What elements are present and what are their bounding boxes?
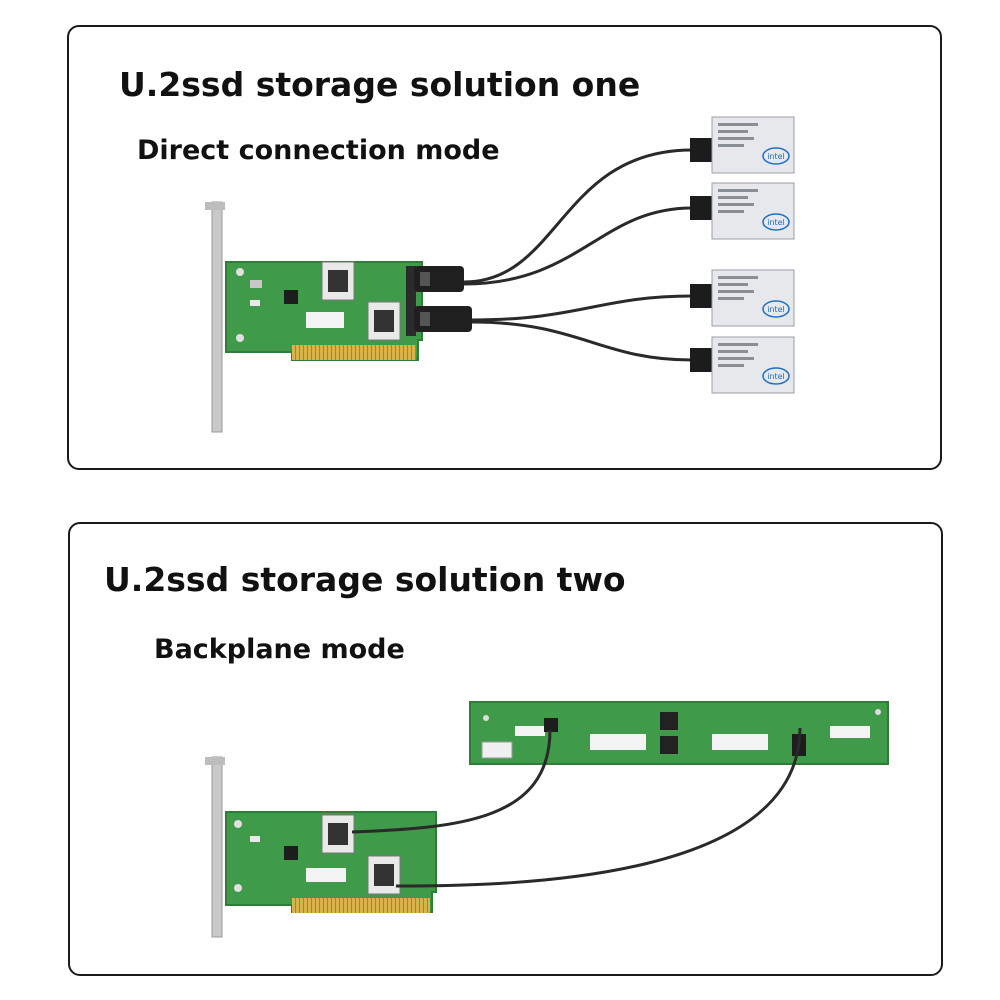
intel-logo-icon (762, 300, 790, 318)
ssd-brand-label: intel (767, 152, 785, 161)
ssd-drive-1: intel (690, 116, 795, 174)
ssd-brand-label: intel (767, 218, 785, 227)
backplane-board (469, 701, 889, 765)
ssd-drive-2: intel (690, 182, 795, 240)
solution-two-subtitle: Backplane mode (154, 634, 405, 665)
intel-logo-icon (762, 213, 790, 231)
gold-fingers (292, 345, 416, 360)
solution-one-subtitle: Direct connection mode (137, 135, 500, 166)
ssd-drive-4: intel (690, 336, 795, 394)
fanout-cables (463, 148, 693, 362)
solution-two-title: U.2ssd storage solution two (104, 560, 626, 599)
ssd-drive-3: intel (690, 269, 795, 327)
adapter-card-two (205, 756, 437, 938)
gold-fingers (292, 898, 430, 913)
adapter-card-one (205, 201, 423, 433)
solution-one-title: U.2ssd storage solution one (119, 65, 641, 104)
intel-logo-icon (762, 367, 790, 385)
ssd-brand-label: intel (767, 305, 785, 314)
intel-logo-icon (762, 147, 790, 165)
cable-heads-one (414, 266, 472, 332)
ssd-brand-label: intel (767, 372, 785, 381)
backplane-cables (351, 727, 802, 888)
